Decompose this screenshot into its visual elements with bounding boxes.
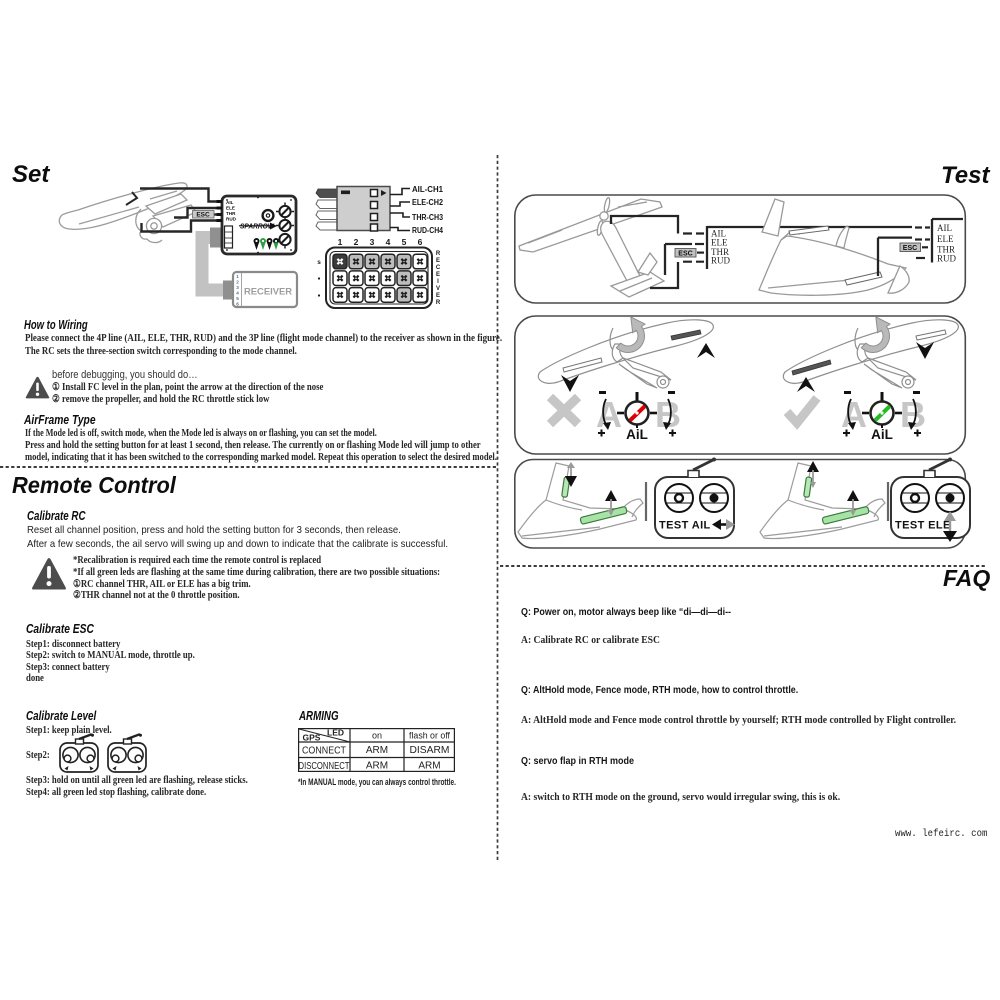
- svg-text:R: R: [436, 251, 441, 257]
- svg-text:A: A: [841, 394, 867, 435]
- svg-text:CONNECT: CONNECT: [302, 746, 346, 757]
- svg-text:GPS: GPS: [303, 733, 321, 743]
- svg-text:flash or off: flash or off: [409, 731, 450, 741]
- svg-text:RUD: RUD: [226, 217, 237, 222]
- svg-text:2: 2: [236, 280, 239, 285]
- svg-text:RUD: RUD: [937, 254, 957, 264]
- svg-text:DISARM: DISARM: [410, 745, 450, 756]
- svg-text:ARM: ARM: [418, 761, 440, 772]
- svg-text:RUD-CH4: RUD-CH4: [412, 226, 443, 235]
- svg-text:THR: THR: [711, 247, 729, 257]
- svg-text:6: 6: [418, 237, 423, 247]
- svg-text:V: V: [436, 286, 440, 292]
- svg-text:A: A: [596, 394, 622, 435]
- svg-text:ELE: ELE: [226, 206, 235, 211]
- svg-text:ESC: ESC: [678, 251, 692, 258]
- svg-text:RUD: RUD: [711, 256, 731, 266]
- svg-text:R: R: [436, 300, 441, 306]
- svg-text:THR-CH3: THR-CH3: [412, 213, 443, 222]
- svg-text:LED: LED: [327, 728, 344, 738]
- svg-text:THR: THR: [226, 211, 236, 216]
- svg-text:ESC: ESC: [903, 245, 917, 252]
- svg-text:on: on: [372, 731, 382, 741]
- svg-text:ELE-CH2: ELE-CH2: [412, 198, 443, 207]
- svg-text:5: 5: [236, 296, 239, 301]
- svg-text:DISCONNECT: DISCONNECT: [299, 760, 350, 772]
- svg-text:2: 2: [354, 237, 359, 247]
- svg-text:1: 1: [236, 274, 239, 279]
- svg-text:RECEIVER: RECEIVER: [244, 287, 292, 298]
- svg-text:s: s: [317, 259, 321, 266]
- svg-text:AiL: AiL: [871, 427, 893, 442]
- svg-text:ARM: ARM: [366, 761, 388, 772]
- svg-text:6: 6: [236, 302, 239, 307]
- svg-text:THR: THR: [937, 245, 955, 255]
- svg-text:E: E: [436, 258, 440, 264]
- svg-text:TEST AIL: TEST AIL: [659, 520, 711, 532]
- svg-text:E: E: [436, 272, 440, 278]
- svg-text:ARM: ARM: [366, 745, 388, 756]
- svg-text:ESC: ESC: [196, 212, 210, 219]
- svg-text:C: C: [436, 265, 441, 271]
- svg-text:AIL: AIL: [711, 229, 726, 239]
- svg-text:AIL: AIL: [937, 223, 952, 233]
- svg-text:I: I: [437, 279, 439, 285]
- svg-text:4: 4: [236, 291, 239, 296]
- svg-text:5: 5: [402, 237, 407, 247]
- svg-text:ELE: ELE: [711, 238, 728, 248]
- svg-text:ELE: ELE: [937, 234, 954, 244]
- svg-text:AIL-CH1: AIL-CH1: [412, 185, 444, 194]
- svg-text:4: 4: [386, 237, 391, 247]
- svg-text:1: 1: [338, 237, 343, 247]
- svg-text:E: E: [436, 293, 440, 299]
- svg-text:TEST ELE: TEST ELE: [895, 520, 951, 532]
- svg-text:AiL: AiL: [626, 427, 648, 442]
- svg-text:AIL: AIL: [226, 200, 234, 205]
- svg-text:3: 3: [236, 285, 239, 290]
- svg-text:3: 3: [370, 237, 375, 247]
